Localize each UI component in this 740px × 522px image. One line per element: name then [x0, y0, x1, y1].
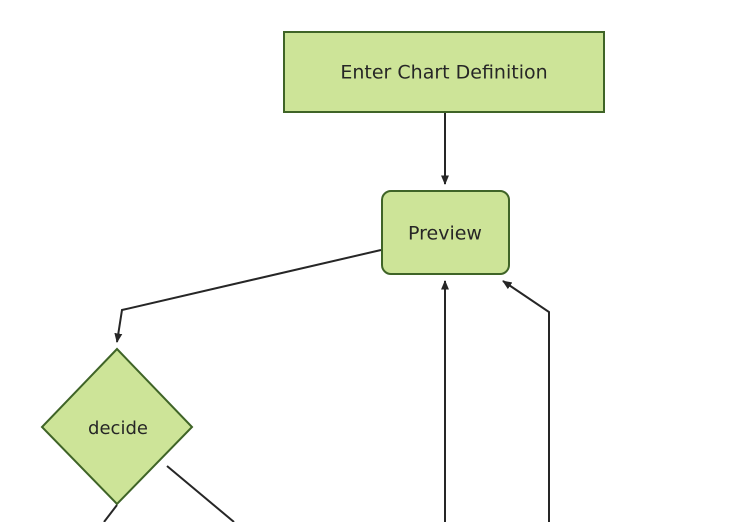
node-enter-chart-definition-shape[interactable] — [283, 31, 605, 113]
node-enter-chart-definition-label: Enter Chart Definition — [340, 62, 547, 84]
node-decide[interactable]: decide — [40, 347, 194, 506]
node-decide-label: decide — [88, 418, 148, 439]
node-preview[interactable]: Preview — [381, 190, 510, 275]
edge-bottom-right-to-preview — [502, 280, 550, 522]
edge-decide-to-bottom — [103, 504, 118, 522]
node-preview-label: Preview — [408, 223, 482, 245]
edge-group — [103, 113, 550, 522]
edge-decide-to-bottom-right — [166, 465, 235, 522]
edge-preview-to-decide — [114, 249, 382, 343]
node-decide-shape[interactable] — [40, 347, 194, 506]
node-enter-chart-definition[interactable]: Enter Chart Definition — [283, 31, 605, 113]
node-preview-shape[interactable] — [381, 190, 510, 275]
